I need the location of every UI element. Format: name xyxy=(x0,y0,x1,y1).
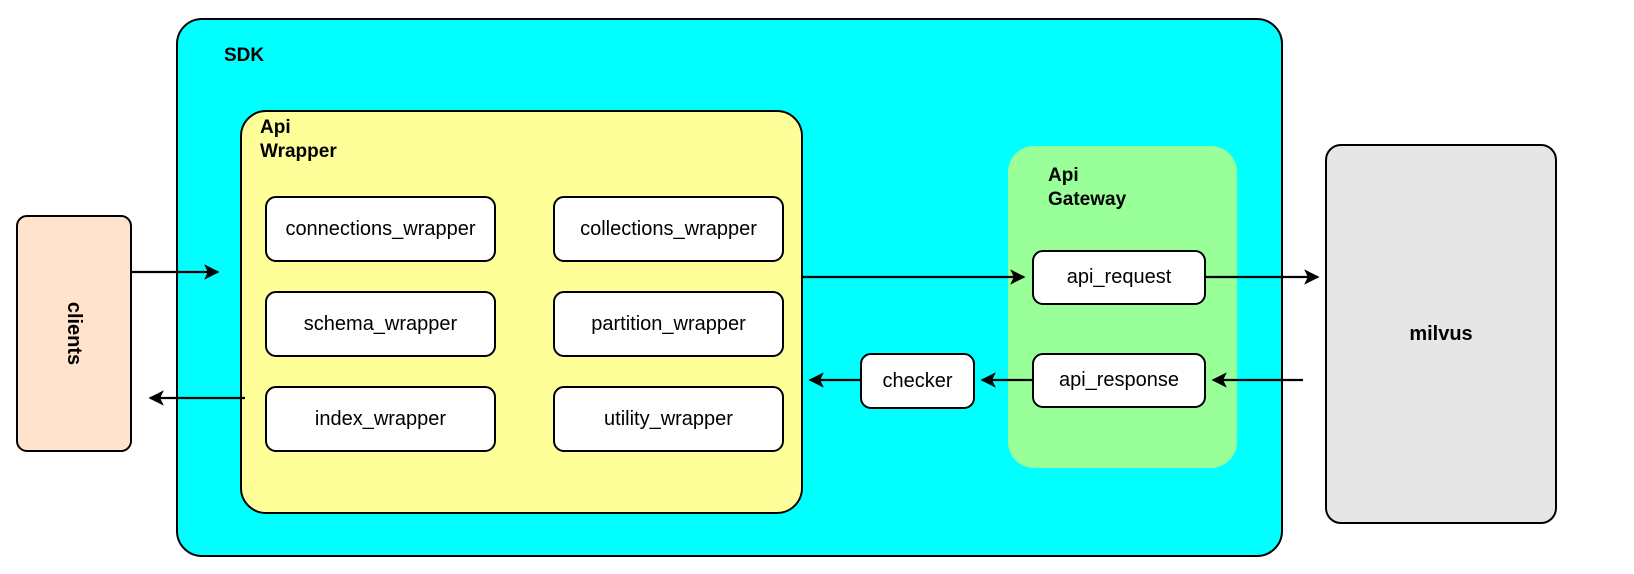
node-collections-wrapper[interactable]: collections_wrapper xyxy=(553,196,784,262)
node-api-request[interactable]: api_request xyxy=(1032,250,1206,305)
node-index-wrapper[interactable]: index_wrapper xyxy=(265,386,496,452)
api-gateway-label: Api Gateway xyxy=(1048,165,1127,210)
node-schema-wrapper[interactable]: schema_wrapper xyxy=(265,291,496,357)
clients-label: clients xyxy=(63,301,86,366)
node-partition-wrapper[interactable]: partition_wrapper xyxy=(553,291,784,357)
node-clients[interactable]: clients xyxy=(16,215,132,452)
node-milvus[interactable]: milvus xyxy=(1325,144,1557,524)
sdk-label: SDK xyxy=(224,45,265,66)
node-connections-wrapper[interactable]: connections_wrapper xyxy=(265,196,496,262)
node-api-response[interactable]: api_response xyxy=(1032,353,1206,408)
api-wrapper-label: Api Wrapper xyxy=(260,117,337,162)
api-gateway-container[interactable] xyxy=(1008,146,1237,468)
node-utility-wrapper[interactable]: utility_wrapper xyxy=(553,386,784,452)
node-checker[interactable]: checker xyxy=(860,353,975,409)
